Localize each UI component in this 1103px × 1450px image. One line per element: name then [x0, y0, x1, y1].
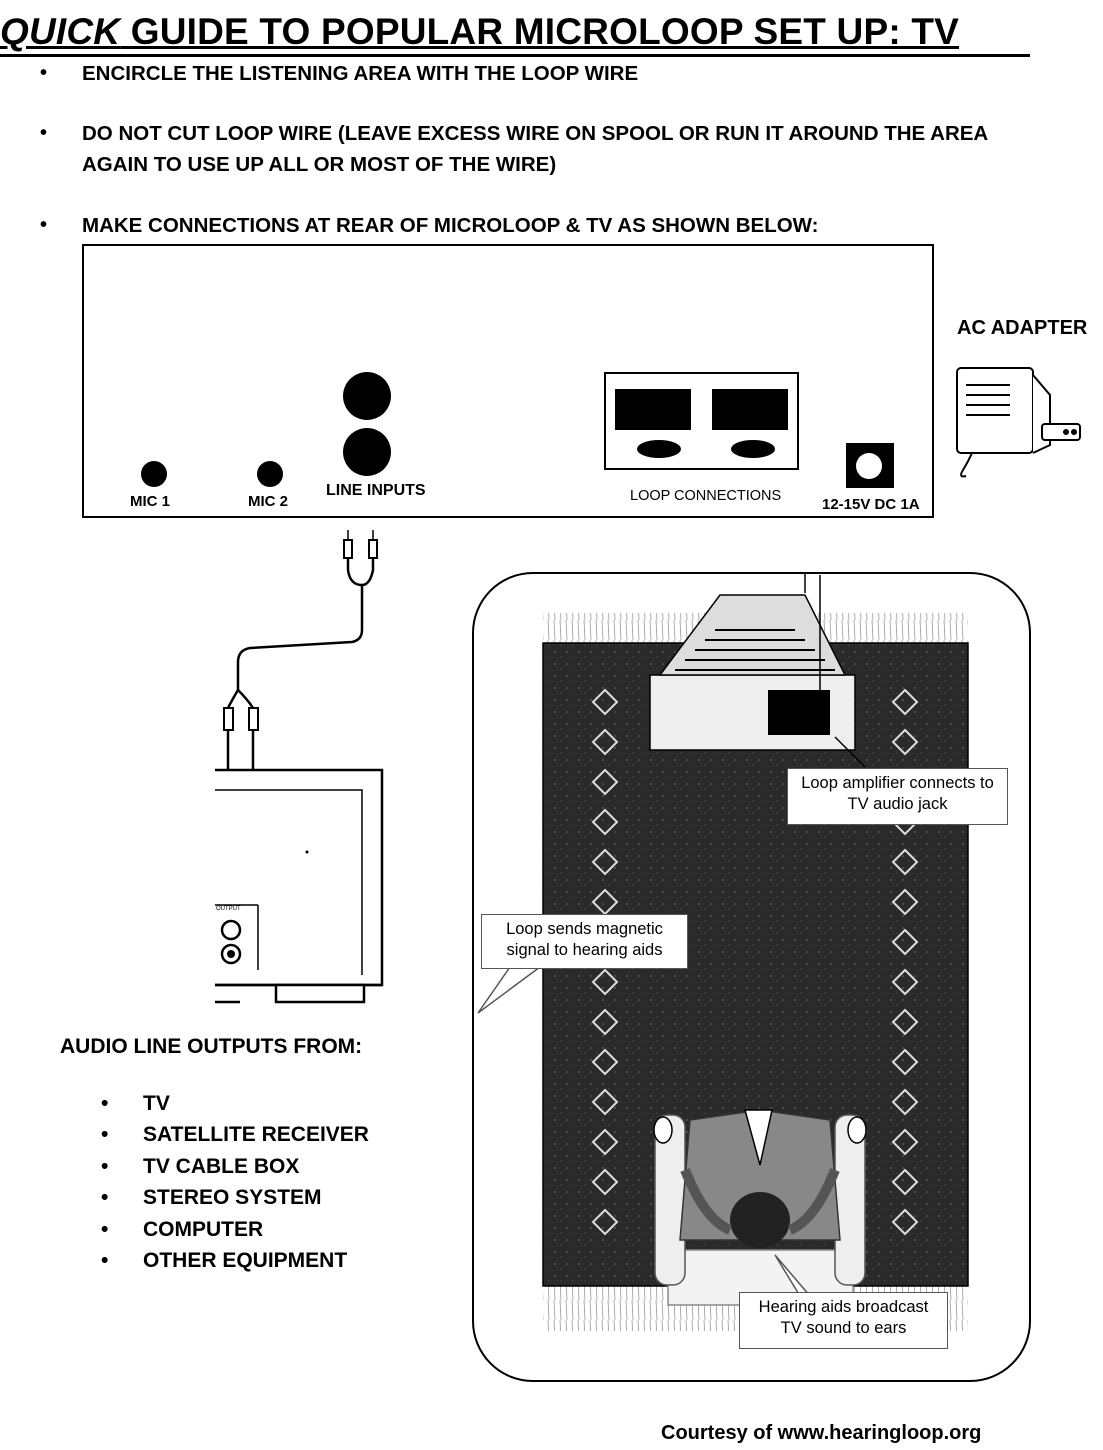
line-inputs-label: LINE INPUTS: [326, 482, 426, 499]
page-title: QUICK GUIDE TO POPULAR MICROLOOP SET UP:…: [0, 10, 1030, 57]
power-label: 12-15V DC 1A: [822, 496, 920, 513]
title-quick: QUICK: [0, 11, 121, 52]
source-label: TV CABLE BOX: [143, 1154, 300, 1178]
instruction-text: ENCIRCLE THE LISTENING AREA WITH THE LOO…: [82, 62, 639, 85]
mic2-jack: [257, 461, 283, 487]
instruction-item: •ENCIRCLE THE LISTENING AREA WITH THE LO…: [40, 62, 639, 85]
callout-hearing-aids: Hearing aids broadcast TV sound to ears: [739, 1292, 948, 1349]
callout-loop: Loop sends magnetic signal to hearing ai…: [481, 914, 688, 969]
callout-amplifier: Loop amplifier connects to TV audio jack: [787, 768, 1008, 825]
list-item: •STEREO SYSTEM: [101, 1186, 322, 1210]
instruction-text: DO NOT CUT LOOP WIRE (LEAVE EXCESS WIRE …: [82, 122, 988, 176]
list-item: •TV CABLE BOX: [101, 1154, 300, 1178]
loop-terminal-left: [615, 389, 691, 430]
loop-amplifier-unit: [768, 690, 830, 735]
line-input-jack-bottom: [343, 428, 391, 476]
tv-output-label: OUTPUT: [216, 906, 241, 912]
instruction-item: •DO NOT CUT LOOP WIRE (LEAVE EXCESS WIRE…: [40, 122, 988, 176]
tv-top-icon: [649, 594, 856, 751]
mic2-label: MIC 2: [248, 493, 289, 510]
list-item: •SATELLITE RECEIVER: [101, 1123, 369, 1147]
source-label: OTHER EQUIPMENT: [143, 1249, 348, 1273]
ac-adapter-label: AC ADAPTER: [957, 317, 1088, 339]
list-item: •OTHER EQUIPMENT: [101, 1249, 348, 1273]
line-input-jack-top: [343, 372, 391, 420]
sources-list: •TV •SATELLITE RECEIVER •TV CABLE BOX •S…: [0, 1088, 369, 1276]
power-jack: [856, 453, 882, 479]
mic1-label: MIC 1: [130, 493, 171, 510]
tv-rear-icon: [215, 768, 384, 1004]
source-label: SATELLITE RECEIVER: [143, 1123, 369, 1147]
ac-adapter-icon: [956, 367, 1081, 478]
instruction-text: MAKE CONNECTIONS AT REAR OF MICROLOOP & …: [82, 214, 819, 237]
loop-knob-right: [731, 440, 775, 458]
microloop-panel: [82, 244, 934, 518]
loop-knob-left: [637, 440, 681, 458]
list-item: •COMPUTER: [101, 1217, 264, 1241]
mic1-jack: [141, 461, 167, 487]
chair-person-icon: [653, 1109, 867, 1306]
sources-heading: AUDIO LINE OUTPUTS FROM:: [60, 1035, 363, 1058]
instruction-item: •MAKE CONNECTIONS AT REAR OF MICROLOOP &…: [40, 214, 819, 237]
callout-pointer: [834, 736, 866, 768]
source-label: STEREO SYSTEM: [143, 1186, 322, 1210]
loop-connections-label: LOOP CONNECTIONS: [630, 488, 782, 504]
list-item: •TV: [101, 1092, 170, 1115]
source-label: COMPUTER: [143, 1217, 264, 1241]
courtesy-footer: Courtesy of www.hearingloop.org: [661, 1422, 982, 1444]
loop-terminal-right: [712, 389, 788, 430]
callout-pointer: [477, 966, 541, 1014]
source-label: TV: [143, 1092, 170, 1115]
title-rest: GUIDE TO POPULAR MICROLOOP SET UP: TV: [120, 11, 960, 52]
